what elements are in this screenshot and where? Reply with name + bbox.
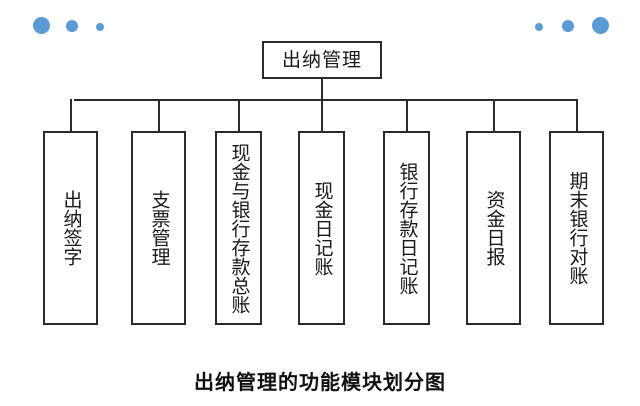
leaf-node-4: 现金日记账: [298, 131, 345, 325]
connector-drop-5: [406, 99, 408, 131]
connector-drop-7: [576, 99, 578, 131]
leaf-node-7-label: 期末银行对账: [566, 171, 588, 285]
leaf-node-4-label: 现金日记账: [311, 180, 333, 276]
leaf-node-3-label: 现金与银行存款总账: [228, 142, 250, 314]
dot-right-small: [535, 23, 543, 31]
connector-drop-1: [70, 99, 72, 131]
leaf-node-3: 现金与银行存款总账: [215, 131, 262, 325]
connector-drop-6: [493, 99, 495, 131]
root-node-cashier-management: 出纳管理: [262, 41, 382, 79]
connector-drop-3: [238, 99, 240, 131]
dot-left-medium: [66, 20, 78, 32]
leaf-node-1: 出纳签字: [43, 131, 98, 325]
leaf-node-6-label: 资金日报: [483, 190, 505, 266]
dot-right-medium: [562, 20, 574, 32]
dot-right-large: [592, 17, 609, 34]
connector-drop-2: [158, 99, 160, 131]
connector-drop-4: [321, 99, 323, 131]
leaf-node-6: 资金日报: [466, 131, 521, 325]
leaf-node-2: 支票管理: [131, 131, 186, 325]
leaf-node-2-label: 支票管理: [148, 190, 170, 266]
root-node-label: 出纳管理: [281, 49, 362, 71]
diagram-caption: 出纳管理的功能模块划分图: [194, 372, 446, 394]
leaf-node-7: 期末银行对账: [549, 131, 604, 325]
connector-horizontal-bus: [74, 99, 578, 101]
leaf-node-5: 银行存款日记账: [383, 131, 430, 325]
dot-left-large: [33, 17, 50, 34]
leaf-node-1-label: 出纳签字: [60, 190, 82, 266]
leaf-node-5-label: 银行存款日记账: [396, 161, 418, 295]
connector-root-stem: [321, 79, 323, 100]
dot-left-small: [96, 23, 104, 31]
